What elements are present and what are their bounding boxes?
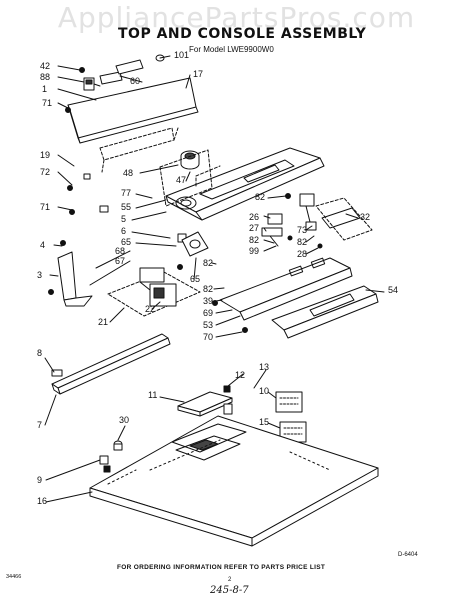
part-callout-32: 32: [360, 212, 370, 222]
part-callout-82: 82: [255, 192, 265, 202]
part-callout-11: 11: [148, 390, 157, 400]
timer-knob-part: [180, 150, 200, 170]
part-callout-17: 17: [193, 69, 203, 79]
side-bracket-part: [57, 251, 93, 307]
ordering-footer: FOR ORDERING INFORMATION REFER TO PARTS …: [117, 564, 326, 571]
part-callout-82: 82: [203, 258, 213, 268]
part-callout-82: 82: [297, 237, 307, 247]
watermark: AppliancePartsPros.com: [57, 1, 416, 34]
part-callout-72: 72: [40, 167, 50, 177]
part-callout-67: 67: [115, 256, 125, 266]
part-callout-65: 65: [190, 274, 200, 284]
part-callout-5: 5: [121, 214, 126, 224]
part-callout-28: 28: [297, 249, 307, 259]
part-callout-70: 70: [203, 332, 213, 342]
sleeve-part: [99, 54, 165, 85]
part-callout-73: 73: [297, 225, 307, 235]
part-callout-7: 7: [37, 420, 42, 430]
part-callout-54: 54: [388, 285, 398, 295]
panel-part: [271, 285, 379, 339]
part-callout-9: 9: [37, 475, 42, 485]
page-number: 2: [228, 577, 232, 583]
screw-part: [48, 67, 248, 333]
part-callout-26: 26: [249, 212, 259, 222]
part-callout-1: 1: [42, 84, 47, 94]
timer-motor-part: [139, 267, 177, 307]
part-callout-8: 8: [37, 348, 42, 358]
lint-screen-part: [177, 391, 233, 417]
part-callout-27: 27: [249, 223, 259, 233]
part-callout-15: 15: [259, 417, 269, 427]
part-callout-3: 3: [37, 270, 42, 280]
switch-part: [261, 193, 317, 247]
part-callout-69: 69: [203, 308, 213, 318]
cover-part: [275, 391, 307, 443]
terminal-block-part: [83, 77, 101, 91]
part-callout-82: 82: [249, 235, 259, 245]
part-callout-21: 21: [98, 317, 108, 327]
part-callout-65: 65: [121, 237, 131, 247]
part-callout-42: 42: [40, 61, 50, 71]
bracket-part: [315, 197, 373, 241]
top-lid-part: [89, 415, 379, 547]
bumper-part: [113, 440, 123, 451]
part-callout-99: 99: [249, 246, 259, 256]
part-callout-10: 10: [259, 386, 269, 396]
part-callout-101: 101: [174, 50, 189, 60]
part-callout-82: 82: [203, 284, 213, 294]
diagram-title: TOP AND CONSOLE ASSEMBLY: [118, 26, 367, 42]
console-part: [165, 147, 325, 221]
part-callout-19: 19: [40, 150, 50, 160]
model-label: For Model LWE9900W0: [189, 45, 274, 54]
part-callout-4: 4: [40, 240, 45, 250]
lid-hinge-part: [99, 455, 111, 473]
part-callout-12: 12: [235, 370, 245, 380]
diagram-code: D-6404: [398, 552, 418, 558]
rear-panel-part: [67, 77, 199, 173]
part-callout-71: 71: [42, 98, 52, 108]
part-callout-68: 68: [115, 246, 125, 256]
part-callout-16: 16: [37, 496, 47, 506]
front-strip-part: [51, 333, 171, 395]
part-callout-88: 88: [40, 72, 50, 82]
part-callout-60: 60: [130, 76, 140, 86]
part-callout-13: 13: [259, 362, 269, 372]
part-callout-71: 71: [40, 202, 50, 212]
part-callout-53: 53: [203, 320, 213, 330]
part-callout-30: 30: [119, 415, 129, 425]
part-callout-55: 55: [121, 202, 131, 212]
part-callout-48: 48: [123, 168, 133, 178]
control-plate-part: [219, 257, 353, 321]
part-callout-6: 6: [121, 226, 126, 236]
knob-part: [181, 231, 209, 257]
clip-part: [83, 173, 187, 243]
handwritten-code: 245-8-7: [210, 585, 249, 596]
side-code: 34466: [6, 574, 22, 580]
part-callout-47: 47: [176, 175, 186, 185]
part-callout-22: 22: [145, 304, 155, 314]
part-callout-77: 77: [121, 188, 131, 198]
part-callout-39: 39: [203, 296, 213, 306]
